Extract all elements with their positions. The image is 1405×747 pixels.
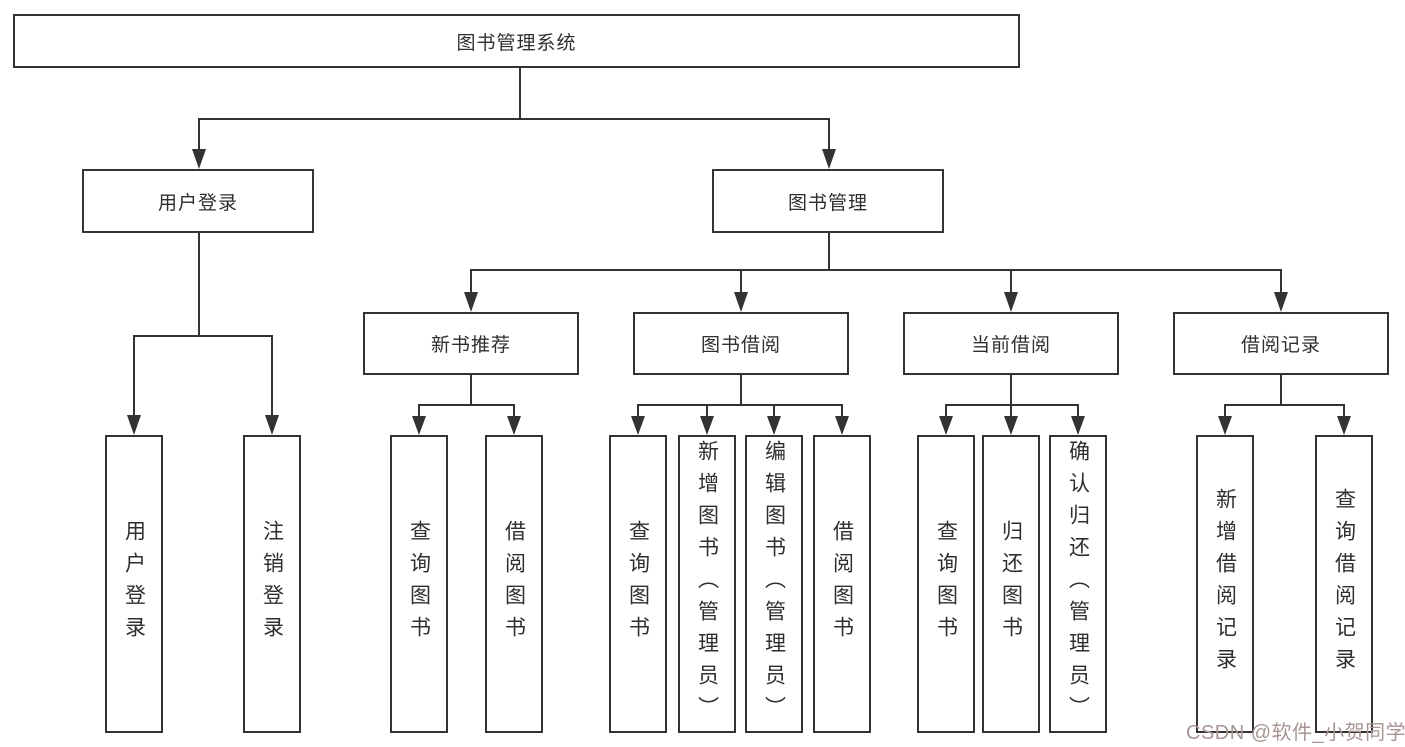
leaf-user-login: 用户登录 [105, 435, 163, 733]
node-new-book-recommend: 新书推荐 [363, 312, 579, 375]
csdn-watermark: CSDN @软件_小贺同学 [1186, 722, 1405, 744]
node-label: 查询图书 [934, 520, 958, 648]
node-label: 借阅图书 [502, 520, 526, 648]
node-label: 图书借阅 [700, 335, 781, 356]
node-book-borrow: 图书借阅 [633, 312, 849, 375]
leaf-query-books-2: 查询图书 [609, 435, 667, 733]
leaf-query-borrow-record: 查询借阅记录 [1315, 435, 1373, 733]
leaf-add-borrow-record: 新增借阅记录 [1196, 435, 1254, 733]
node-label: 确认归还（管理员） [1066, 440, 1090, 728]
node-label: 用户登录 [157, 192, 238, 214]
leaf-return-books: 归还图书 [982, 435, 1040, 733]
leaf-logout: 注销登录 [243, 435, 301, 733]
node-label: 借阅图书 [830, 520, 854, 648]
node-label: 当前借阅 [970, 335, 1051, 356]
node-label: 查询图书 [626, 520, 650, 648]
leaf-confirm-return-admin: 确认归还（管理员） [1049, 435, 1107, 733]
connector-userlogin-to-leaves [133, 233, 273, 416]
node-user-login: 用户登录 [82, 169, 314, 233]
arrowheads [127, 149, 1351, 435]
node-label: 借阅记录 [1240, 335, 1321, 356]
node-label: 新增图书（管理员） [695, 440, 719, 728]
leaf-add-books-admin: 新增图书（管理员） [678, 435, 736, 733]
connector-current-to-leaves [945, 375, 1079, 418]
node-label: 查询借阅记录 [1332, 488, 1356, 680]
leaf-query-books-1: 查询图书 [390, 435, 448, 733]
connector-newbook-to-leaves [418, 375, 515, 418]
node-label: 用户登录 [122, 520, 146, 648]
node-label: 归还图书 [999, 520, 1023, 648]
leaf-borrow-books-2: 借阅图书 [813, 435, 871, 733]
node-label: 查询图书 [407, 520, 431, 648]
node-label: 图书管理 [787, 192, 868, 214]
connector-records-to-leaves [1224, 375, 1345, 418]
node-current-borrow: 当前借阅 [903, 312, 1119, 375]
leaf-query-books-3: 查询图书 [917, 435, 975, 733]
node-borrow-records: 借阅记录 [1173, 312, 1389, 375]
connector-borrow-to-leaves [637, 375, 843, 418]
node-label: 新书推荐 [430, 335, 511, 356]
connector-bookmgmt-to-level3 [470, 233, 1282, 294]
node-book-management: 图书管理 [712, 169, 944, 233]
leaf-edit-books-admin: 编辑图书（管理员） [745, 435, 803, 733]
node-label: 新增借阅记录 [1213, 488, 1237, 680]
node-label: 注销登录 [260, 520, 284, 648]
node-label: 图书管理系统 [456, 32, 577, 54]
node-label: 编辑图书（管理员） [762, 440, 786, 728]
connector-root-to-level2 [198, 68, 830, 151]
leaf-borrow-books-1: 借阅图书 [485, 435, 543, 733]
node-root-book-management-system: 图书管理系统 [13, 14, 1020, 68]
